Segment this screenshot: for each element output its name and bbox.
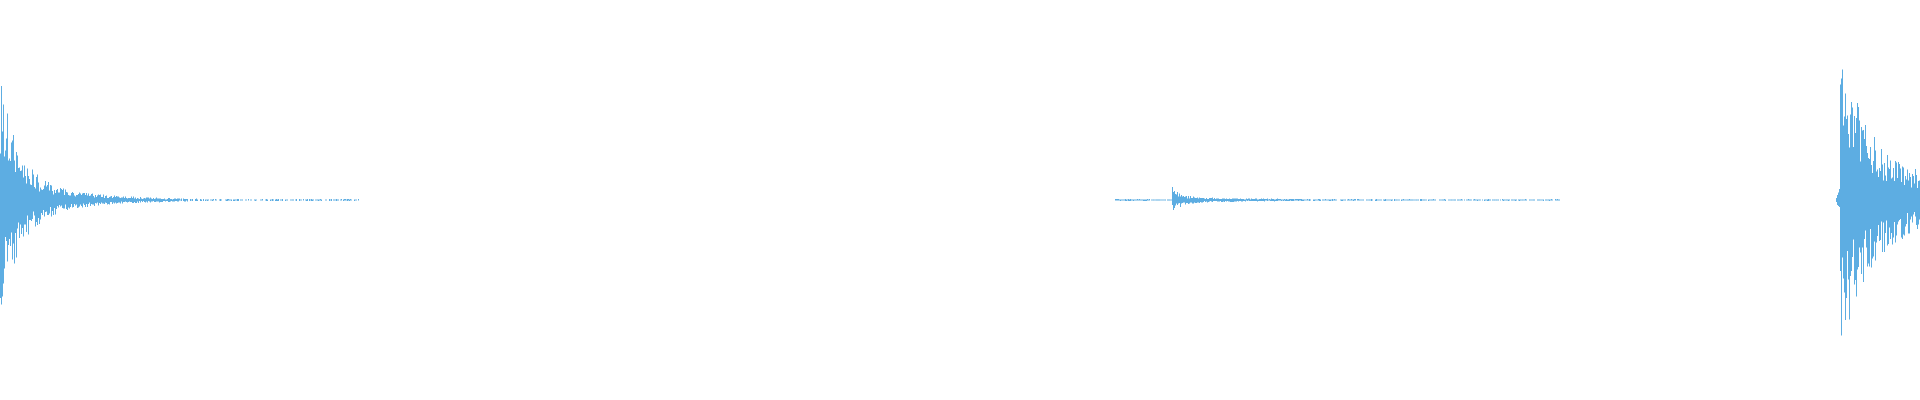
waveform-trace	[0, 69, 1920, 336]
